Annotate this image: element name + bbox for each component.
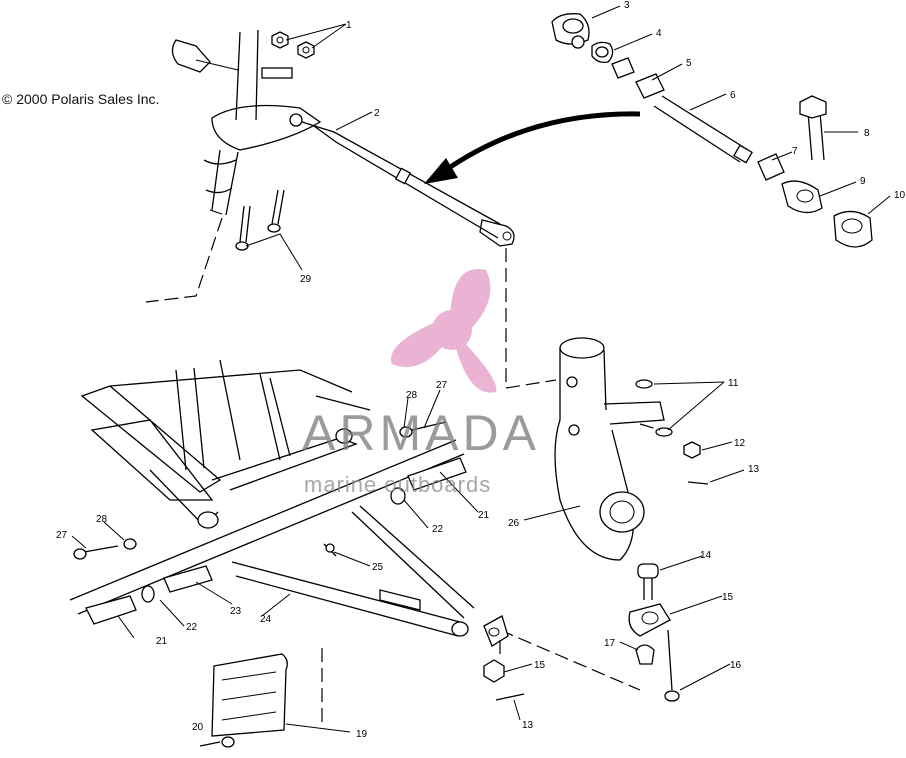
callout-11: 11: [728, 378, 739, 389]
callout-15: 15: [534, 660, 546, 671]
callout-15: 15: [722, 592, 734, 603]
propeller-icon: [391, 269, 497, 393]
copyright-notice: © 2000 Polaris Sales Inc.: [2, 91, 160, 107]
callout-3: 3: [624, 0, 630, 11]
callout-24: 24: [260, 614, 272, 625]
bolts-29: [235, 189, 285, 251]
callout-21: 21: [156, 636, 168, 647]
callout-8: 8: [864, 128, 870, 139]
watermark-brand-name: ARMADA: [302, 405, 540, 461]
callout-20: 20: [192, 722, 204, 733]
callout-10: 10: [894, 190, 906, 201]
callout-13: 13: [748, 464, 760, 475]
callout-4: 4: [656, 28, 662, 39]
callout-12: 12: [734, 438, 746, 449]
callout-23: 23: [230, 606, 242, 617]
assembly-arrow: [424, 111, 641, 184]
tie-rod: [289, 113, 557, 389]
callout-2: 2: [374, 108, 380, 119]
callout-6: 6: [730, 90, 736, 101]
tie-rod-end-parts: [551, 13, 873, 248]
callout-16: 16: [730, 660, 742, 671]
callout-17: 17: [604, 638, 616, 649]
callout-13: 13: [522, 720, 534, 731]
callout-5: 5: [686, 58, 692, 69]
callout-26: 26: [508, 518, 520, 529]
frame-structure: [80, 359, 371, 529]
callout-1: 1: [346, 20, 352, 31]
callout-9: 9: [860, 176, 866, 187]
nut-pair: [271, 31, 315, 59]
steering-post: [145, 29, 322, 303]
knuckle-hardware: [635, 379, 709, 485]
leader-lines: [71, 5, 891, 733]
callout-29: 29: [300, 274, 312, 285]
callout-21: 21: [478, 510, 490, 521]
callout-14: 14: [700, 550, 712, 561]
callout-28: 28: [96, 514, 108, 525]
callout-22: 22: [186, 622, 198, 633]
steering-knuckle: [554, 337, 665, 561]
pivot-hardware: [73, 421, 467, 625]
ball-joint-parts: [499, 563, 680, 702]
lower-hardware: [483, 659, 525, 701]
callout-7: 7: [792, 146, 798, 157]
callout-28: 28: [406, 390, 418, 401]
callout-22: 22: [432, 524, 444, 535]
guard-plate: [199, 653, 288, 748]
a-arm: [69, 439, 509, 726]
watermark-tagline: marine outboards: [304, 472, 492, 497]
callout-27: 27: [56, 530, 68, 541]
callout-25: 25: [372, 562, 384, 573]
callout-27: 27: [436, 380, 448, 391]
callout-labels: 1234567891011121314151617151319202122232…: [56, 0, 906, 740]
callout-19: 19: [356, 729, 368, 740]
